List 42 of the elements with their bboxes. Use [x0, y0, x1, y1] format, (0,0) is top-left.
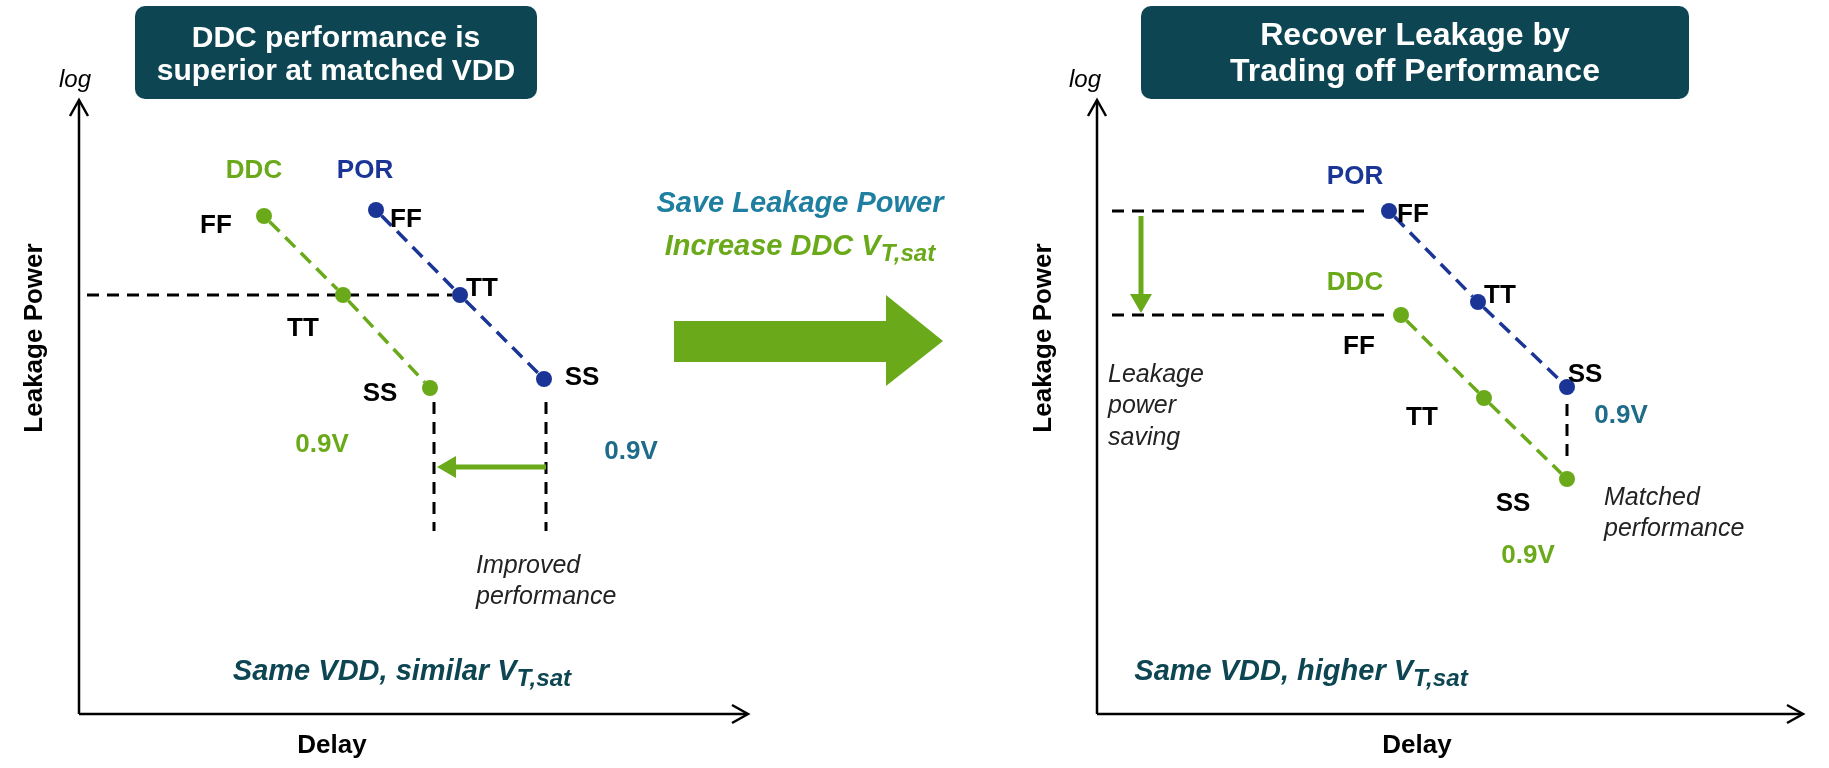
annotation-text: Leakage power saving	[1108, 358, 1205, 452]
annotation-text: Increase DDC V$_{T,sat}$	[664, 228, 936, 268]
caption-text: Same VDD, similar V$_{T,sat}$	[232, 653, 572, 693]
title-banner: Recover Leakage by Trading off Performance	[1141, 6, 1689, 99]
dashed-trend-line	[380, 214, 456, 291]
dashed-trend-line	[1488, 402, 1563, 475]
voltage-label: 0.9V	[1594, 398, 1648, 430]
corner-label: TT	[287, 311, 319, 343]
annotation-text: Improved performance	[476, 548, 618, 611]
corner-label: FF	[1397, 197, 1429, 229]
dashed-trend-line	[1393, 215, 1474, 298]
corner-label: FF	[1343, 329, 1375, 361]
corner-label: TT	[1484, 278, 1516, 310]
dashed-trend-line	[347, 299, 426, 384]
dashed-trend-line	[464, 299, 540, 375]
axis-title: Delay	[297, 728, 367, 760]
axis-label: log	[59, 65, 91, 93]
corner-label: SS	[1567, 357, 1603, 389]
annotation-text: Save Leakage Power	[656, 185, 944, 219]
corner-label: SS	[564, 360, 600, 392]
dashed-trend-line	[268, 220, 339, 291]
corner-label: FF	[390, 202, 422, 234]
annotation-text: Matched performance	[1604, 480, 1746, 543]
corner-label: TT	[466, 271, 498, 303]
title-banner: DDC performance is superior at matched VDD	[135, 6, 537, 99]
axis-label: log	[1069, 65, 1101, 93]
voltage-label: 0.9V	[295, 427, 349, 459]
corner-label: FF	[200, 208, 232, 240]
axis-title: Delay	[1382, 728, 1452, 760]
caption-text: Same VDD, higher V$_{T,sat}$	[1134, 653, 1468, 693]
corner-label: TT	[1406, 400, 1438, 432]
series-label: POR	[336, 153, 394, 185]
series-label: POR	[1326, 159, 1384, 191]
corner-label: SS	[362, 376, 398, 408]
axis-title: Leakage Power	[1026, 243, 1058, 433]
series-label: DDC	[225, 153, 283, 185]
voltage-label: 0.9V	[604, 434, 658, 466]
voltage-label: 0.9V	[1501, 538, 1555, 570]
series-label: DDC	[1326, 265, 1384, 297]
dashed-trend-line	[1405, 319, 1480, 394]
axis-title: Leakage Power	[17, 243, 49, 433]
corner-label: SS	[1495, 486, 1531, 518]
